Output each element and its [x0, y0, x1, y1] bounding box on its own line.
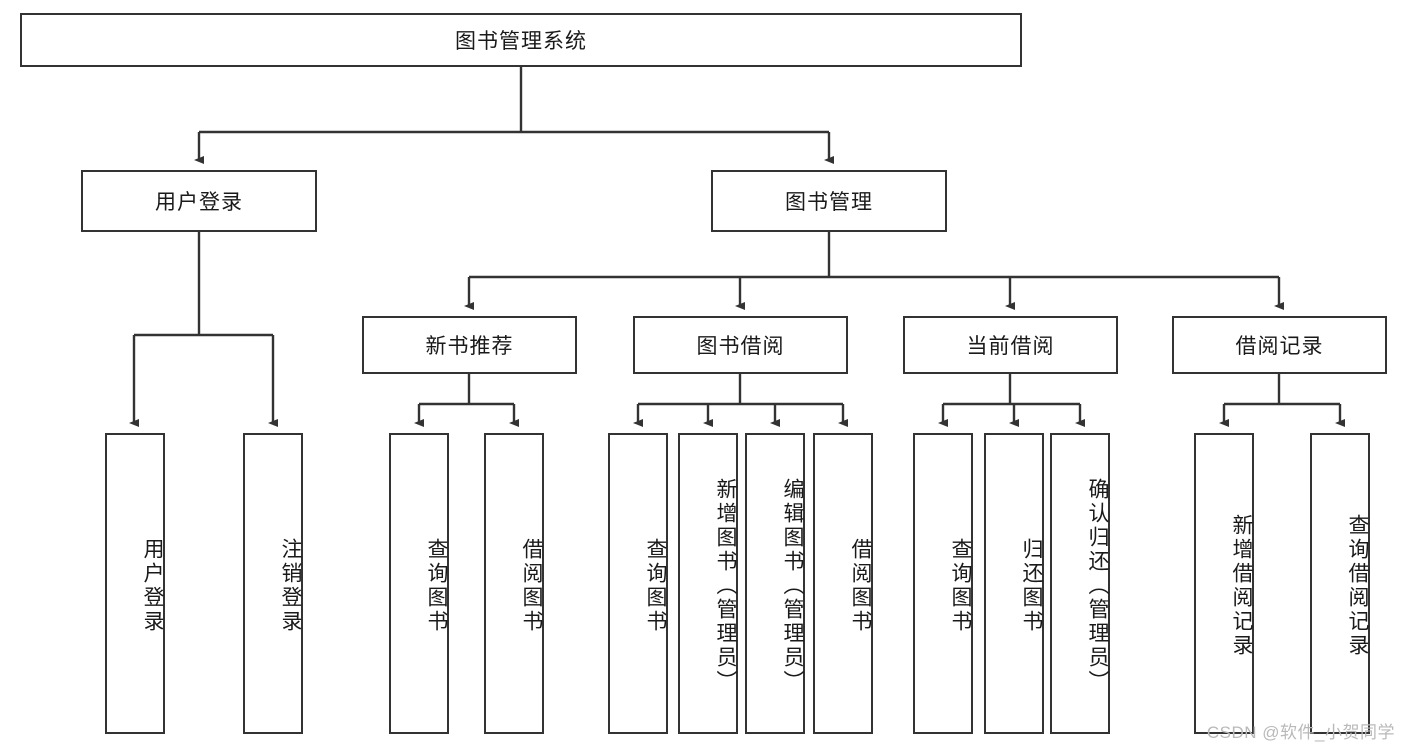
node-current-borrow-label: 当前借阅	[966, 335, 1055, 358]
node-current-borrow[interactable]: 当前借阅	[903, 316, 1118, 374]
node-borrow-record-label: 借阅记录	[1235, 335, 1324, 358]
leaf-confirm-return-label: 确认归还（管理员）	[1086, 477, 1109, 694]
node-book-borrow-label: 图书借阅	[696, 335, 785, 358]
leaf-add-book[interactable]: 新增图书（管理员）	[678, 433, 738, 734]
leaf-return-book-label: 归还图书	[1020, 537, 1043, 634]
node-root-label: 图书管理系统	[455, 30, 587, 53]
leaf-user-login-label: 用户登录	[141, 537, 164, 634]
leaf-query-book-3-label: 查询图书	[949, 537, 972, 634]
node-book-manage-label: 图书管理	[785, 191, 873, 214]
leaf-borrow-book-2[interactable]: 借阅图书	[813, 433, 873, 734]
leaf-borrow-book-2-label: 借阅图书	[849, 537, 872, 634]
node-book-borrow[interactable]: 图书借阅	[633, 316, 848, 374]
node-new-book-recommend-label: 新书推荐	[425, 335, 514, 358]
leaf-edit-book-label: 编辑图书（管理员）	[781, 477, 804, 694]
node-root[interactable]: 图书管理系统	[20, 13, 1022, 67]
leaf-confirm-return[interactable]: 确认归还（管理员）	[1050, 433, 1110, 734]
watermark: CSDN @软件_小贺同学	[1206, 723, 1395, 742]
leaf-borrow-book-1-label: 借阅图书	[520, 537, 543, 634]
leaf-edit-book[interactable]: 编辑图书（管理员）	[745, 433, 805, 734]
leaf-query-book-3[interactable]: 查询图书	[913, 433, 973, 734]
leaf-query-record-label: 查询借阅记录	[1346, 513, 1369, 658]
leaf-user-logout[interactable]: 注销登录	[243, 433, 303, 734]
leaf-query-book-2[interactable]: 查询图书	[608, 433, 668, 734]
node-new-book-recommend[interactable]: 新书推荐	[362, 316, 577, 374]
node-user-login-label: 用户登录	[155, 191, 243, 214]
leaf-query-book-1[interactable]: 查询图书	[389, 433, 449, 734]
leaf-user-logout-label: 注销登录	[279, 537, 302, 634]
leaf-add-book-label: 新增图书（管理员）	[714, 477, 737, 694]
leaf-query-book-2-label: 查询图书	[644, 537, 667, 634]
node-borrow-record[interactable]: 借阅记录	[1172, 316, 1387, 374]
leaf-query-book-1-label: 查询图书	[425, 537, 448, 634]
leaf-add-record-label: 新增借阅记录	[1230, 513, 1253, 658]
leaf-add-record[interactable]: 新增借阅记录	[1194, 433, 1254, 734]
leaf-borrow-book-1[interactable]: 借阅图书	[484, 433, 544, 734]
leaf-query-record[interactable]: 查询借阅记录	[1310, 433, 1370, 734]
leaf-return-book[interactable]: 归还图书	[984, 433, 1044, 734]
leaf-user-login[interactable]: 用户登录	[105, 433, 165, 734]
node-book-manage[interactable]: 图书管理	[711, 170, 947, 232]
node-user-login[interactable]: 用户登录	[81, 170, 317, 232]
